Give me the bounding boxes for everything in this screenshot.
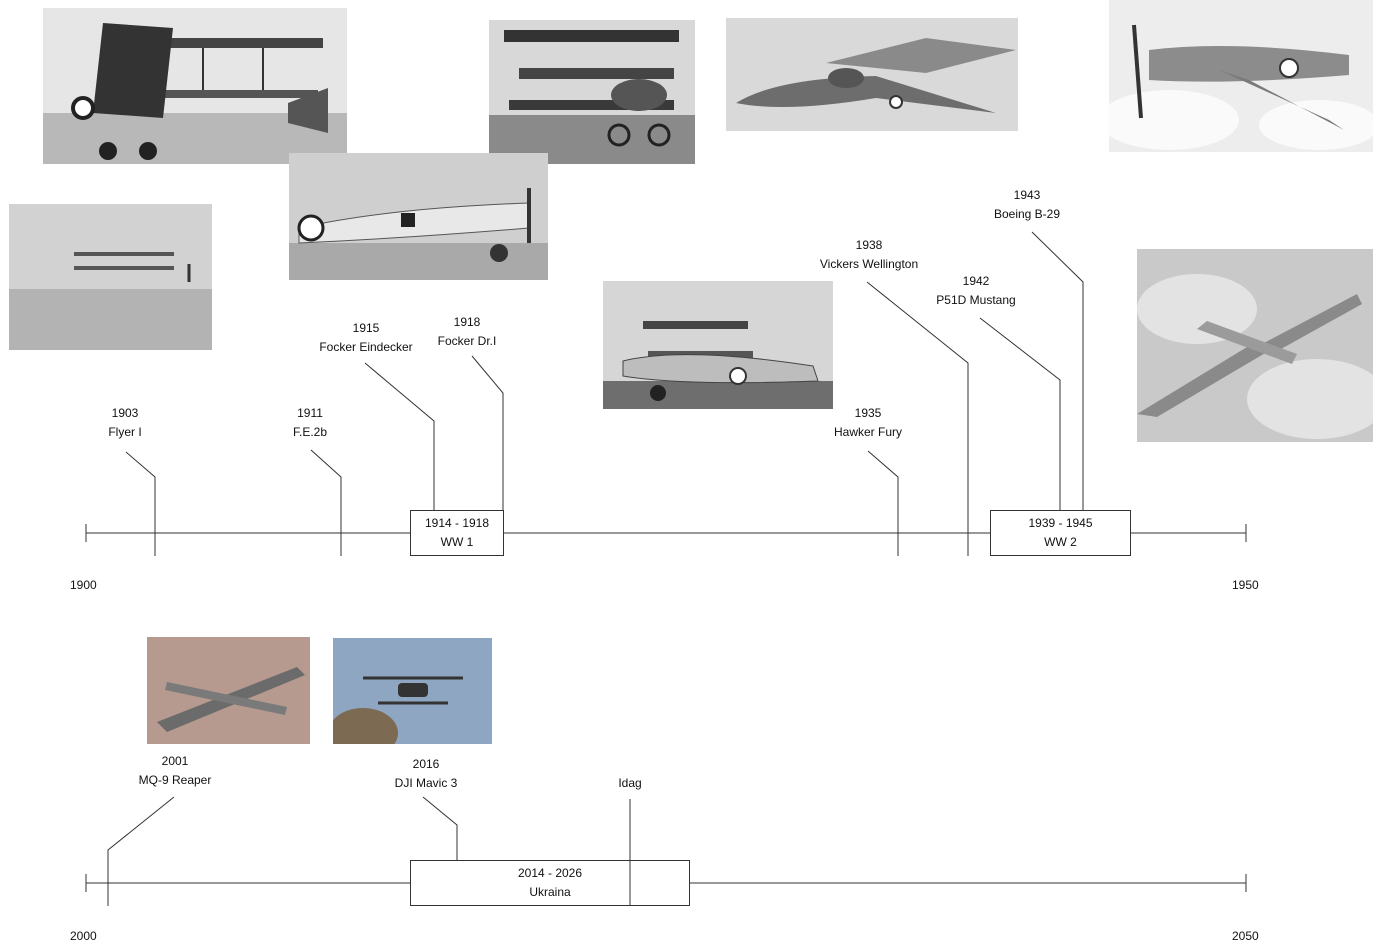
period-box-ww1: 1914 - 1918 WW 1 <box>410 510 504 556</box>
event-name: Idag <box>618 776 642 790</box>
event-label-mavic: 2016 DJI Mavic 3 <box>381 755 471 793</box>
photo-mavic <box>333 638 492 744</box>
axis-start-label: 1900 <box>70 578 97 592</box>
photo-fury <box>603 281 833 409</box>
event-year: 1915 <box>352 321 380 335</box>
axis-end-label-2: 2050 <box>1232 929 1259 943</box>
leader-fe2b <box>310 449 342 556</box>
event-label-mustang: 1942 P51D Mustang <box>926 272 1026 310</box>
leader-eindecker <box>364 362 435 510</box>
event-label-idag: Idag <box>600 774 660 793</box>
event-name: P51D Mustang <box>936 293 1016 307</box>
leader-dr1 <box>471 355 504 510</box>
period-box-ukraina: 2014 - 2026 Ukraina <box>410 860 690 906</box>
photo-wellington <box>726 18 1018 131</box>
event-name: Hawker Fury <box>833 425 902 439</box>
photo-reaper <box>147 637 310 744</box>
event-label-b29: 1943 Boeing B-29 <box>982 186 1072 224</box>
period-years: 1939 - 1945 <box>1028 516 1093 530</box>
period-name: Ukraina <box>529 885 571 899</box>
event-name: Vickers Wellington <box>819 257 919 271</box>
event-year: 1943 <box>1013 188 1041 202</box>
photo-flyer <box>9 204 212 350</box>
leader-mustang <box>979 317 1061 510</box>
event-name: Focker Dr.I <box>437 334 497 348</box>
leader-mavic <box>422 796 458 860</box>
axis-end-label: 1950 <box>1232 578 1259 592</box>
event-label-reaper: 2001 MQ-9 Reaper <box>125 752 225 790</box>
leader-fury <box>867 450 899 556</box>
event-label-fury: 1935 Hawker Fury <box>823 404 913 442</box>
event-name: Boeing B-29 <box>993 207 1061 221</box>
period-years: 2014 - 2026 <box>517 866 583 880</box>
leader-flyer <box>125 451 156 556</box>
photo-mustang <box>1109 0 1373 152</box>
event-name: Flyer I <box>108 425 142 439</box>
leader-wellington <box>866 281 969 556</box>
event-year: 1942 <box>962 274 990 288</box>
event-label-dr1: 1918 Focker Dr.I <box>427 313 507 351</box>
event-name: Focker Eindecker <box>319 340 413 354</box>
event-year: 2001 <box>161 754 189 768</box>
photo-dr1 <box>489 20 695 164</box>
event-year: 2016 <box>412 757 440 771</box>
event-year: 1911 <box>297 406 323 420</box>
event-year: 1938 <box>855 238 883 252</box>
leader-reaper <box>107 796 175 906</box>
period-box-ww2: 1939 - 1945 WW 2 <box>990 510 1131 556</box>
event-year: 1935 <box>854 406 882 420</box>
axis-start-label-2: 2000 <box>70 929 97 943</box>
event-label-eindecker: 1915 Focker Eindecker <box>306 319 426 357</box>
period-name: WW 2 <box>1044 535 1077 549</box>
event-label-fe2b: 1911 F.E.2b <box>280 404 340 442</box>
event-label-wellington: 1938 Vickers Wellington <box>804 236 934 274</box>
period-years: 1914 - 1918 <box>424 516 490 530</box>
event-year: 1903 <box>111 406 139 420</box>
leader-b29 <box>1031 231 1084 510</box>
photo-b29 <box>1137 249 1373 442</box>
event-year: 1918 <box>453 315 481 329</box>
event-name: MQ-9 Reaper <box>138 773 212 787</box>
event-label-flyer: 1903 Flyer I <box>95 404 155 442</box>
period-name: WW 1 <box>440 535 474 549</box>
photo-eindecker <box>289 153 548 280</box>
event-name: F.E.2b <box>292 425 328 439</box>
event-name: DJI Mavic 3 <box>394 776 458 790</box>
